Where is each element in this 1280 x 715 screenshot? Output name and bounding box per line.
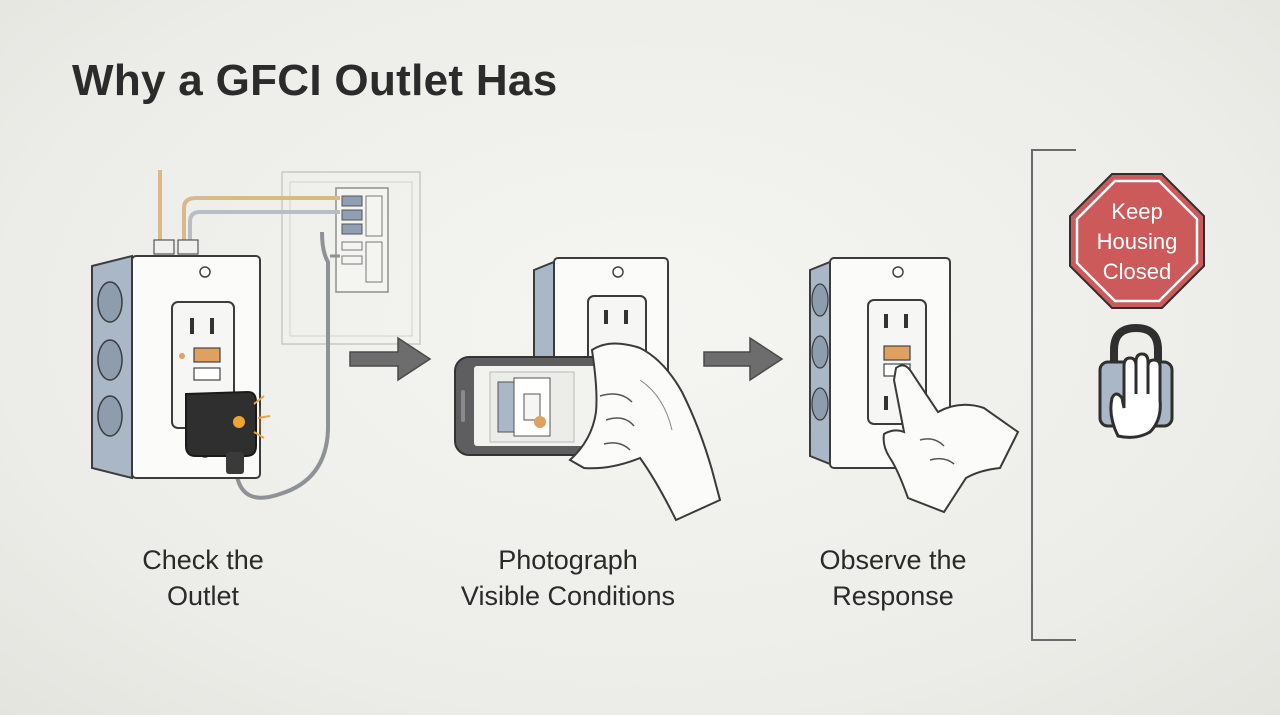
stop-sign-text-line2: Housing: [1097, 229, 1178, 254]
step-2-caption-line2: Visible Conditions: [460, 581, 676, 611]
stop-sign-text-line3: Closed: [1103, 259, 1171, 284]
step-2-caption: Photograph Visible Conditions: [437, 542, 699, 614]
breaker-panel-illustration: [281, 171, 421, 345]
hand-pressing-button-illustration: [882, 364, 1020, 514]
step-3-caption-line2: Response: [832, 581, 954, 611]
step-1-caption: Check the Outlet: [103, 542, 303, 614]
step-3-caption-line1: Observe the: [819, 545, 967, 575]
wires-illustration: [153, 170, 340, 500]
stop-sign-icon: Keep Housing Closed: [1069, 173, 1205, 309]
smartphone-illustration: [454, 356, 631, 456]
step-2-caption-line1: Photograph: [498, 545, 638, 575]
stop-sign-text-line1: Keep: [1111, 199, 1162, 224]
step-3-caption: Observe the Response: [793, 542, 993, 614]
hand-holding-phone-illustration: [568, 342, 722, 522]
sidebar-bracket: [1031, 149, 1076, 641]
outlet-box-3-illustration: [809, 257, 951, 469]
page-title: Why a GFCI Outlet Has: [72, 56, 558, 105]
arrow-icon: [349, 336, 432, 382]
padlock-hand-icon: [1098, 323, 1174, 439]
step-1-caption-line1: Check the: [142, 545, 264, 575]
plug-tester-illustration: [185, 390, 271, 474]
step-1-caption-line2: Outlet: [166, 581, 240, 611]
arrow-icon: [703, 336, 784, 382]
